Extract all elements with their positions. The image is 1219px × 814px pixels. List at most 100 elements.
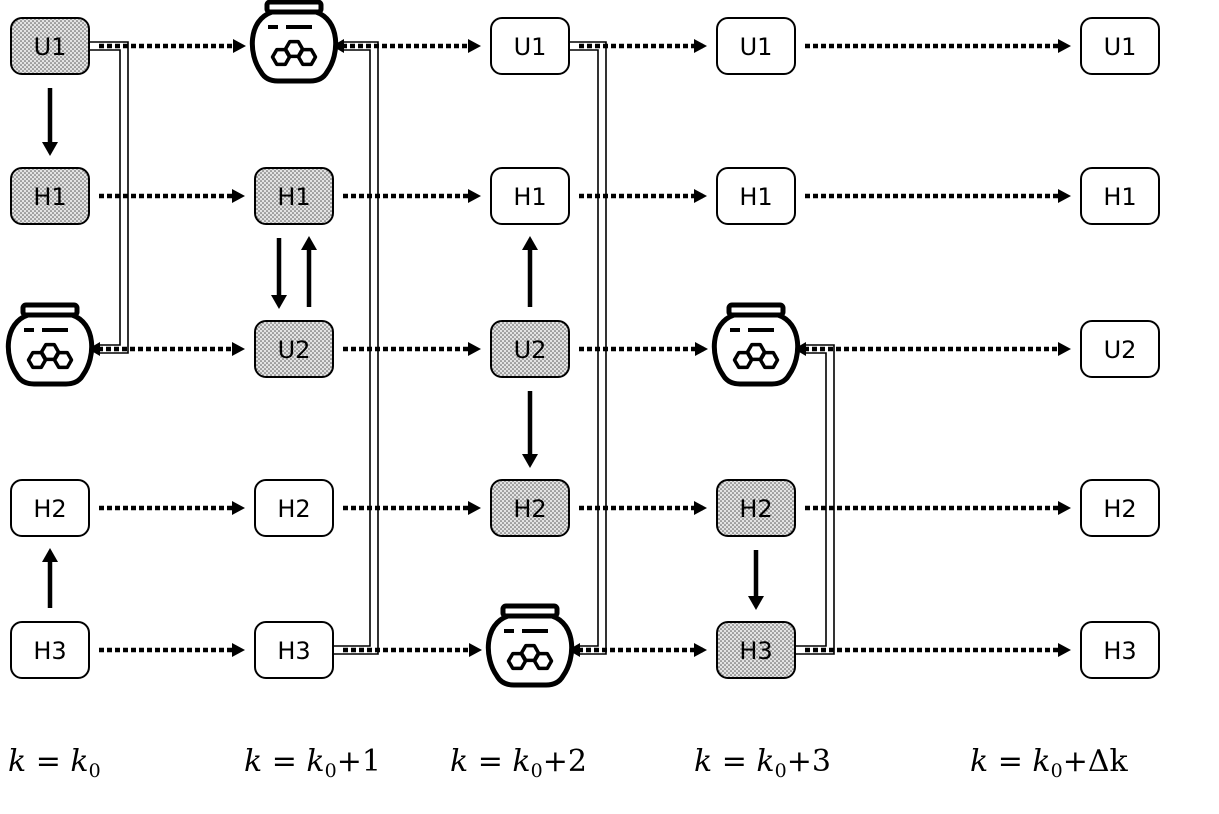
dotted-link-arrowhead xyxy=(1058,39,1071,53)
dotted-transition-arrow xyxy=(805,501,1071,515)
node-box xyxy=(490,17,570,75)
dotted-link-arrowhead xyxy=(232,342,245,356)
honeycomb-cell xyxy=(758,350,780,370)
node-label: H1 xyxy=(739,183,772,211)
node-box xyxy=(1080,17,1160,75)
solid-transition-arrow xyxy=(748,550,764,610)
node-h1: H1 xyxy=(716,167,796,225)
dotted-transition-arrow xyxy=(343,643,482,657)
node-label: H3 xyxy=(739,637,772,665)
node-h1: H1 xyxy=(254,167,334,225)
double-link-line xyxy=(569,41,607,655)
node-box xyxy=(1080,320,1160,378)
node-label: H2 xyxy=(1103,495,1136,523)
dotted-link-arrowhead xyxy=(468,342,481,356)
node-box xyxy=(1080,479,1160,537)
nodes-layer: U1H1H2H3H1U2H2H3U1H1U2H2U1H1H2H3U1H1U2H2… xyxy=(5,0,1160,688)
node-box xyxy=(490,479,570,537)
time-label-1: k = k0+1 xyxy=(244,744,381,782)
honeypot-body xyxy=(711,312,801,387)
node-h3: H3 xyxy=(1080,621,1160,679)
dotted-link-arrowhead xyxy=(468,39,481,53)
node-u2: U2 xyxy=(254,320,334,378)
double-transition-arrow xyxy=(332,39,379,655)
dotted-transition-arrow xyxy=(805,189,1071,203)
node-label: H2 xyxy=(739,495,772,523)
node-label: H1 xyxy=(1103,183,1136,211)
node-box xyxy=(10,621,90,679)
honeypot-body xyxy=(249,9,339,84)
node-box xyxy=(716,167,796,225)
dotted-transition-arrow xyxy=(805,39,1071,53)
node-label: U1 xyxy=(514,33,547,61)
node-box xyxy=(716,621,796,679)
node-box xyxy=(10,17,90,75)
node-box xyxy=(716,479,796,537)
node-u1: U1 xyxy=(1080,17,1160,75)
dotted-transition-arrow xyxy=(343,501,481,515)
dotted-transition-arrow xyxy=(579,39,707,53)
node-u1: U1 xyxy=(10,17,90,75)
dotted-transition-arrow xyxy=(579,189,707,203)
node-label: H1 xyxy=(277,183,310,211)
double-link-line xyxy=(89,41,129,354)
double-transition-arrow xyxy=(794,342,835,655)
dotted-link-arrowhead xyxy=(468,189,481,203)
double-link-line xyxy=(89,49,121,346)
node-box xyxy=(254,167,334,225)
node-box xyxy=(716,17,796,75)
dotted-transition-arrow xyxy=(98,342,245,356)
time-label-0: k = k0 xyxy=(8,744,101,782)
honeycomb-cell xyxy=(296,47,318,67)
node-h2: H2 xyxy=(490,479,570,537)
dotted-link-arrowhead xyxy=(695,342,708,356)
node-h1: H1 xyxy=(1080,167,1160,225)
node-h2: H2 xyxy=(10,479,90,537)
node-h3: H3 xyxy=(716,621,796,679)
node-label: U2 xyxy=(1104,336,1137,364)
double-link-line xyxy=(569,49,599,647)
node-box xyxy=(254,320,334,378)
node-label: U2 xyxy=(278,336,311,364)
honeypot-icon xyxy=(5,302,95,387)
dotted-transition-arrow xyxy=(805,643,1071,657)
solid-link-arrowhead xyxy=(42,142,58,156)
dotted-transition-arrow xyxy=(99,501,245,515)
node-label: H2 xyxy=(33,495,66,523)
node-h1: H1 xyxy=(490,167,570,225)
dotted-link-arrowhead xyxy=(1058,643,1071,657)
solid-link-arrowhead xyxy=(522,454,538,468)
double-link-line xyxy=(333,49,371,647)
solid-transition-arrow xyxy=(522,236,538,307)
dotted-link-arrowhead xyxy=(233,39,246,53)
node-u2: U2 xyxy=(1080,320,1160,378)
node-h3: H3 xyxy=(10,621,90,679)
dotted-link-arrowhead xyxy=(694,39,707,53)
solid-transition-arrow xyxy=(271,238,287,309)
solid-link-arrowhead xyxy=(301,236,317,250)
time-evolution-diagram: U1H1H2H3H1U2H2H3U1H1U2H2U1H1H2H3U1H1U2H2… xyxy=(5,0,1160,688)
honeypot-icon xyxy=(485,603,575,688)
node-u1: U1 xyxy=(716,17,796,75)
node-label: H3 xyxy=(277,637,310,665)
dotted-link-arrowhead xyxy=(469,643,482,657)
node-box xyxy=(1080,621,1160,679)
solid-link-arrowhead xyxy=(271,295,287,309)
node-label: H2 xyxy=(277,495,310,523)
node-box xyxy=(490,320,570,378)
dotted-transition-arrow xyxy=(579,501,707,515)
time-label-2: k = k0+2 xyxy=(450,744,587,782)
node-box xyxy=(1080,167,1160,225)
node-u1: U1 xyxy=(490,17,570,75)
node-label: U1 xyxy=(740,33,773,61)
dotted-transition-arrow xyxy=(99,189,245,203)
node-h2: H2 xyxy=(716,479,796,537)
node-box xyxy=(254,621,334,679)
solid-link-arrowhead xyxy=(522,236,538,250)
time-label-3: k = k0+3 xyxy=(694,744,831,782)
dotted-link-arrowhead xyxy=(468,501,481,515)
node-label: U1 xyxy=(34,33,67,61)
double-transition-arrow xyxy=(88,41,129,356)
dotted-transition-arrow xyxy=(579,342,708,356)
node-h3: H3 xyxy=(254,621,334,679)
